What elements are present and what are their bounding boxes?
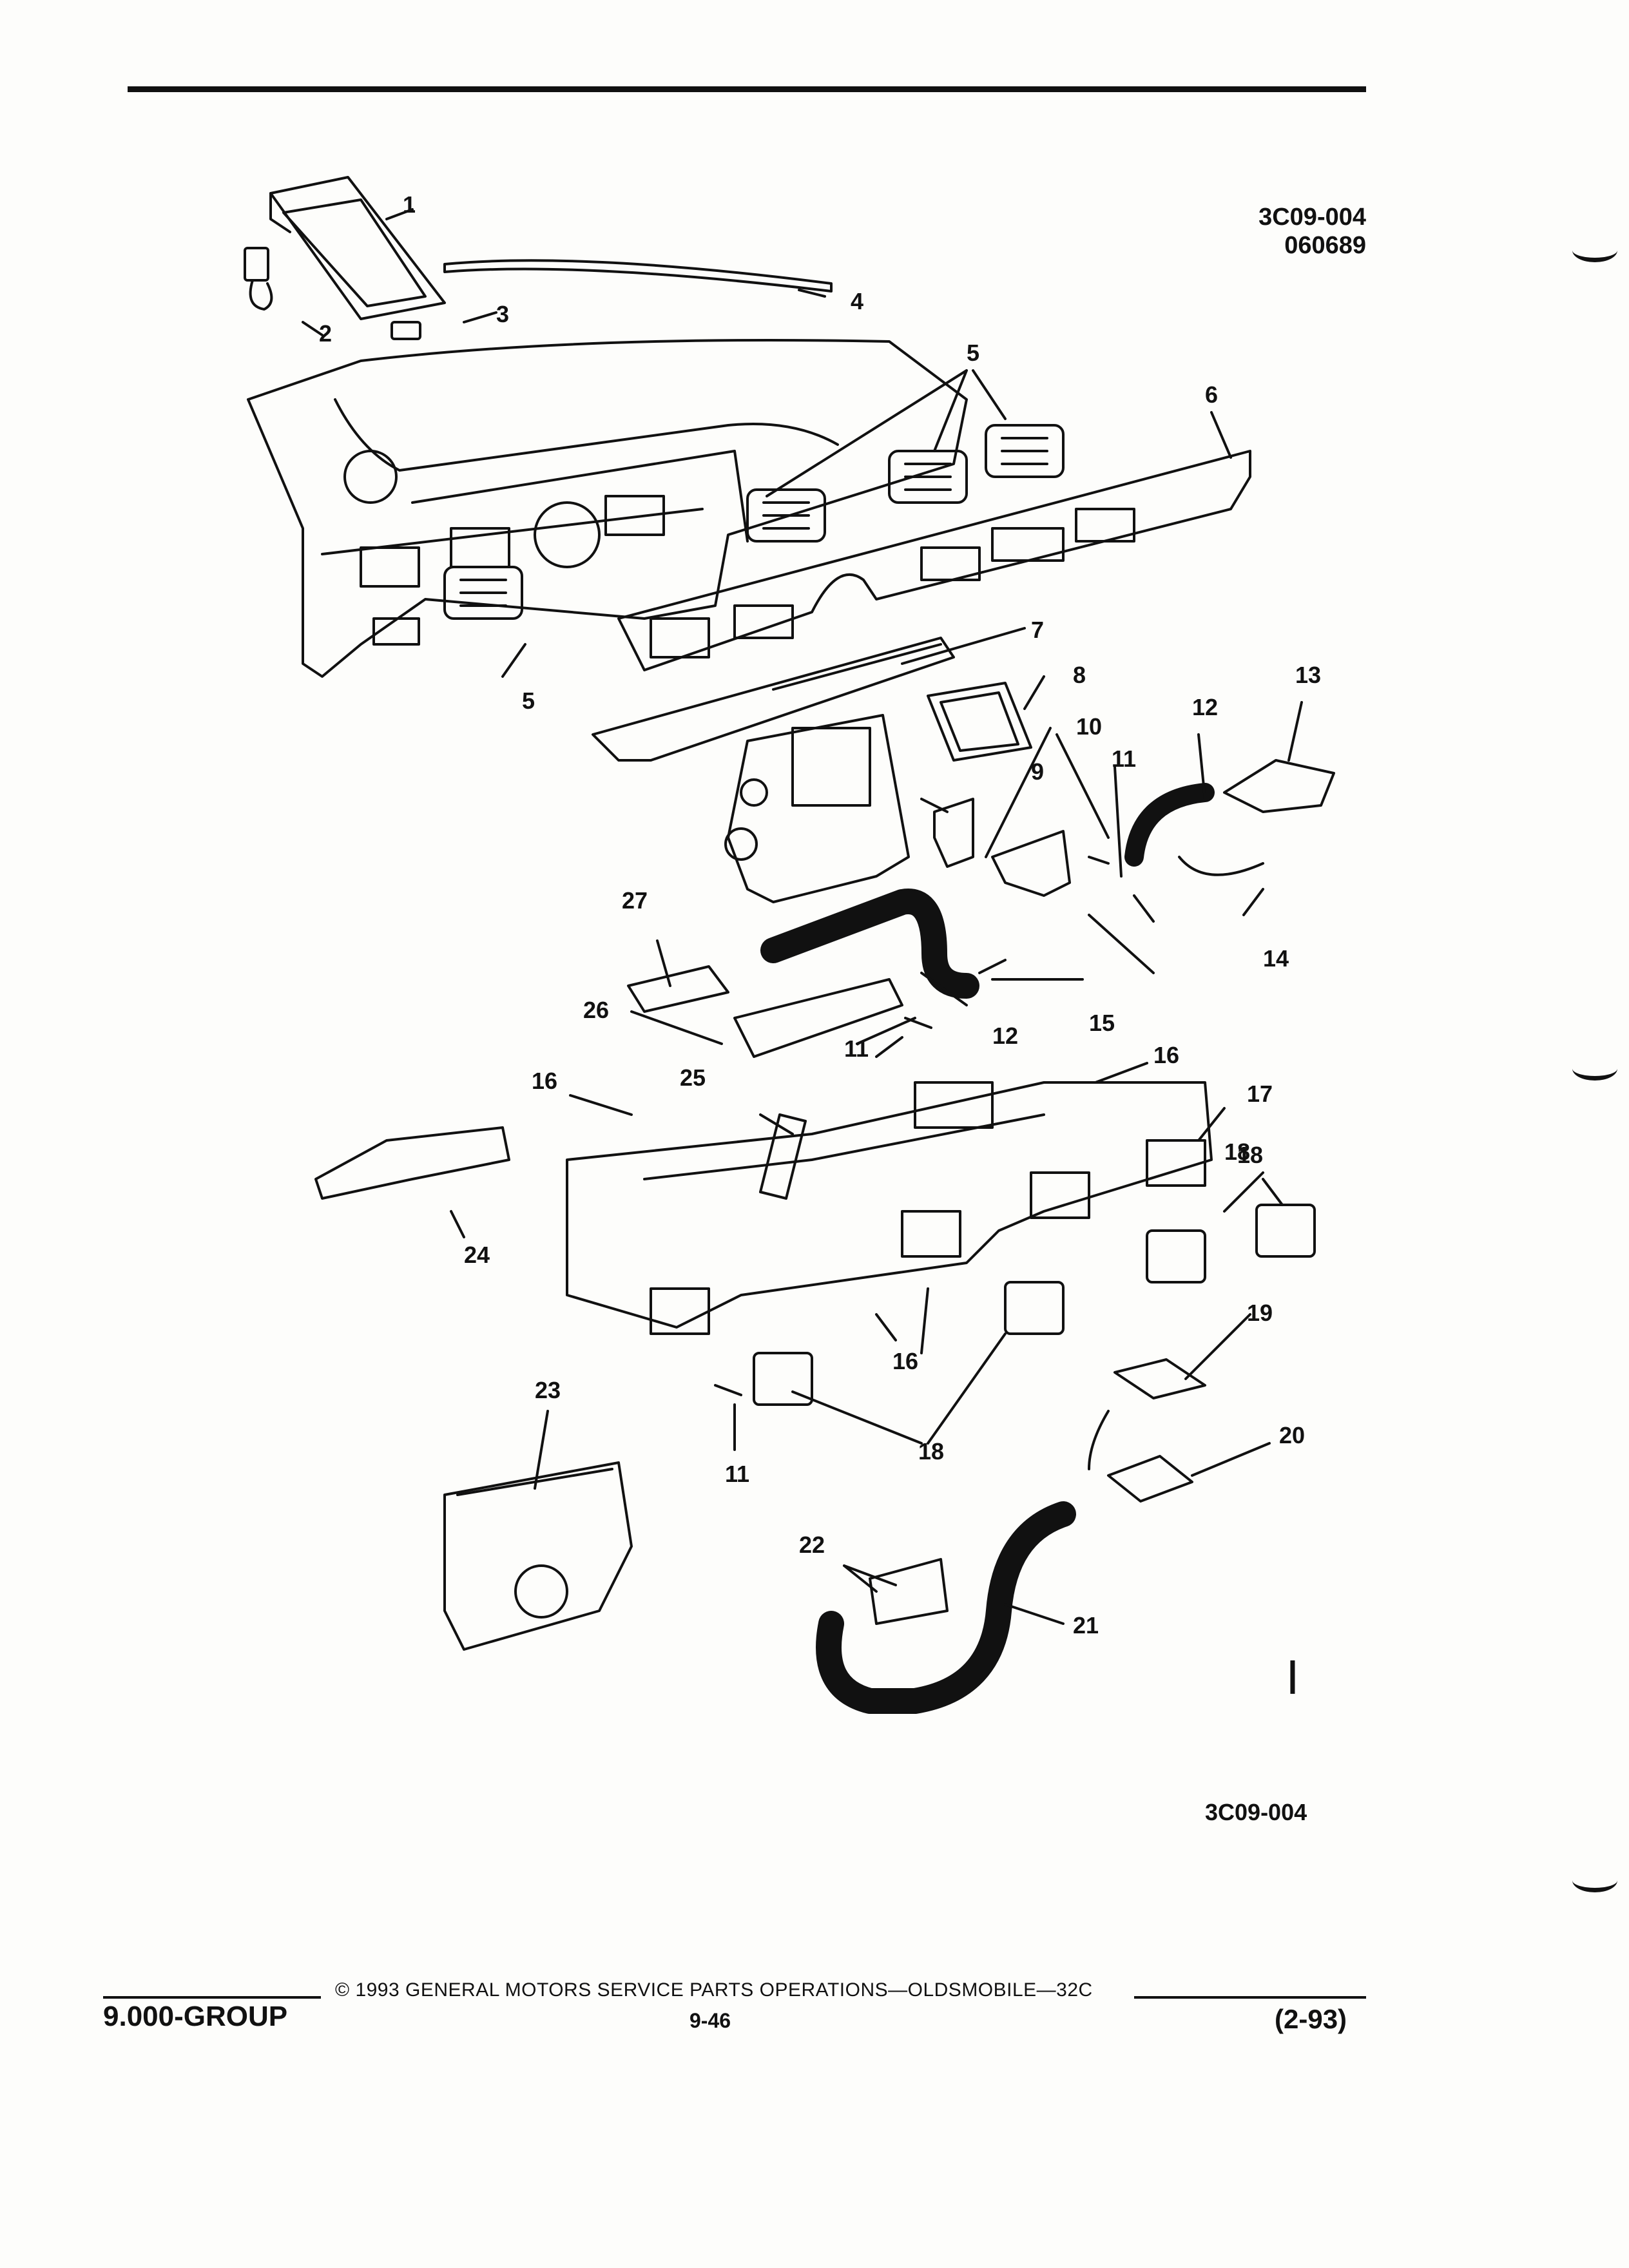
callout-4: 4 <box>851 288 863 314</box>
part-trim-strip <box>443 259 833 293</box>
callout-21: 21 <box>1073 1612 1099 1639</box>
callout-11-b: 11 <box>844 1035 869 1062</box>
part-fitting-13 <box>1223 759 1335 813</box>
copyright-rule <box>1134 1996 1366 1999</box>
part-bracket-9 <box>933 798 974 868</box>
part-gasket-8 <box>927 682 1032 762</box>
callout-16-a: 16 <box>532 1068 557 1094</box>
copyright-line: © 1993 GENERAL MOTORS SERVICE PARTS OPER… <box>335 1979 1093 2001</box>
part-instrument-panel <box>247 339 968 678</box>
part-upper-duct <box>592 637 955 762</box>
part-22 <box>869 1558 949 1625</box>
figure-code-block: 3C09-004 060689 <box>1258 203 1366 260</box>
top-rule <box>128 86 1366 92</box>
callout-11-a: 11 <box>1112 745 1136 772</box>
callout-25: 25 <box>680 1064 706 1091</box>
callout-19: 19 <box>1247 1300 1273 1326</box>
part-main-duct <box>566 1081 1213 1335</box>
page-number: 9-46 <box>689 2009 731 2032</box>
part-hoses <box>760 783 1215 999</box>
callout-22: 22 <box>799 1532 825 1558</box>
callout-26: 26 <box>583 997 609 1023</box>
callout-13: 13 <box>1295 662 1321 688</box>
binder-edge-mark <box>1572 1869 1617 1892</box>
callout-12-b: 12 <box>992 1023 1018 1049</box>
part-floor-outlet <box>733 978 903 1058</box>
part-outlet-27 <box>627 965 729 1013</box>
callout-5-bottom: 5 <box>522 687 535 714</box>
part-19 <box>1088 1358 1206 1470</box>
part-clamp <box>1178 856 1264 876</box>
callout-27: 27 <box>622 887 648 914</box>
figure-code: 3C09-004 <box>1258 204 1366 231</box>
part-heater-case <box>724 714 910 903</box>
group-label: 9.000-GROUP <box>103 2001 288 2032</box>
callout-17: 17 <box>1247 1081 1273 1107</box>
callout-18-c: 18 <box>1224 1139 1250 1165</box>
part-vents <box>443 424 1065 620</box>
callout-9: 9 <box>1031 758 1044 785</box>
revision-date: (2-93) <box>1275 2004 1347 2034</box>
part-gaskets-18 <box>753 1204 1316 1406</box>
callout-12-a: 12 <box>1192 694 1218 720</box>
callout-23: 23 <box>535 1377 561 1403</box>
callout-5-top: 5 <box>967 340 979 366</box>
part-25 <box>759 1113 807 1200</box>
callout-16-c: 16 <box>892 1348 918 1374</box>
gm-logo-mark: ꟾ <box>1287 1662 1298 1701</box>
callout-10: 10 <box>1076 713 1102 740</box>
part-sensor <box>244 247 273 311</box>
callout-7: 7 <box>1031 617 1044 643</box>
part-bulb <box>978 894 1155 974</box>
part-clip <box>390 321 421 340</box>
figure-code-bottom: 3C09-004 <box>1205 1799 1307 1825</box>
part-20 <box>1107 1455 1193 1503</box>
callout-18-b: 18 <box>918 1438 944 1465</box>
part-actuator <box>991 830 1071 897</box>
callout-14: 14 <box>1263 945 1289 972</box>
part-arm-24 <box>314 1126 510 1200</box>
callout-2: 2 <box>319 320 332 347</box>
part-blower-23 <box>443 1461 633 1651</box>
group-rule <box>103 1996 321 1999</box>
figure-date: 060689 <box>1284 232 1366 259</box>
part-hose-21 <box>816 1501 1076 1714</box>
binder-edge-mark <box>1572 238 1617 262</box>
part-lower-trim <box>617 450 1251 671</box>
part-defroster-nozzle <box>269 176 446 320</box>
callout-1: 1 <box>403 191 416 218</box>
callout-20: 20 <box>1279 1422 1305 1448</box>
binder-edge-mark <box>1572 1057 1617 1081</box>
callout-8: 8 <box>1073 662 1086 688</box>
callout-11-c: 11 <box>725 1461 749 1487</box>
callout-24: 24 <box>464 1242 490 1268</box>
callout-18-a: 18 <box>1237 1142 1263 1168</box>
callout-15: 15 <box>1089 1010 1115 1036</box>
callout-3: 3 <box>496 301 509 327</box>
callout-6: 6 <box>1205 381 1218 408</box>
callout-16-b: 16 <box>1153 1042 1179 1068</box>
